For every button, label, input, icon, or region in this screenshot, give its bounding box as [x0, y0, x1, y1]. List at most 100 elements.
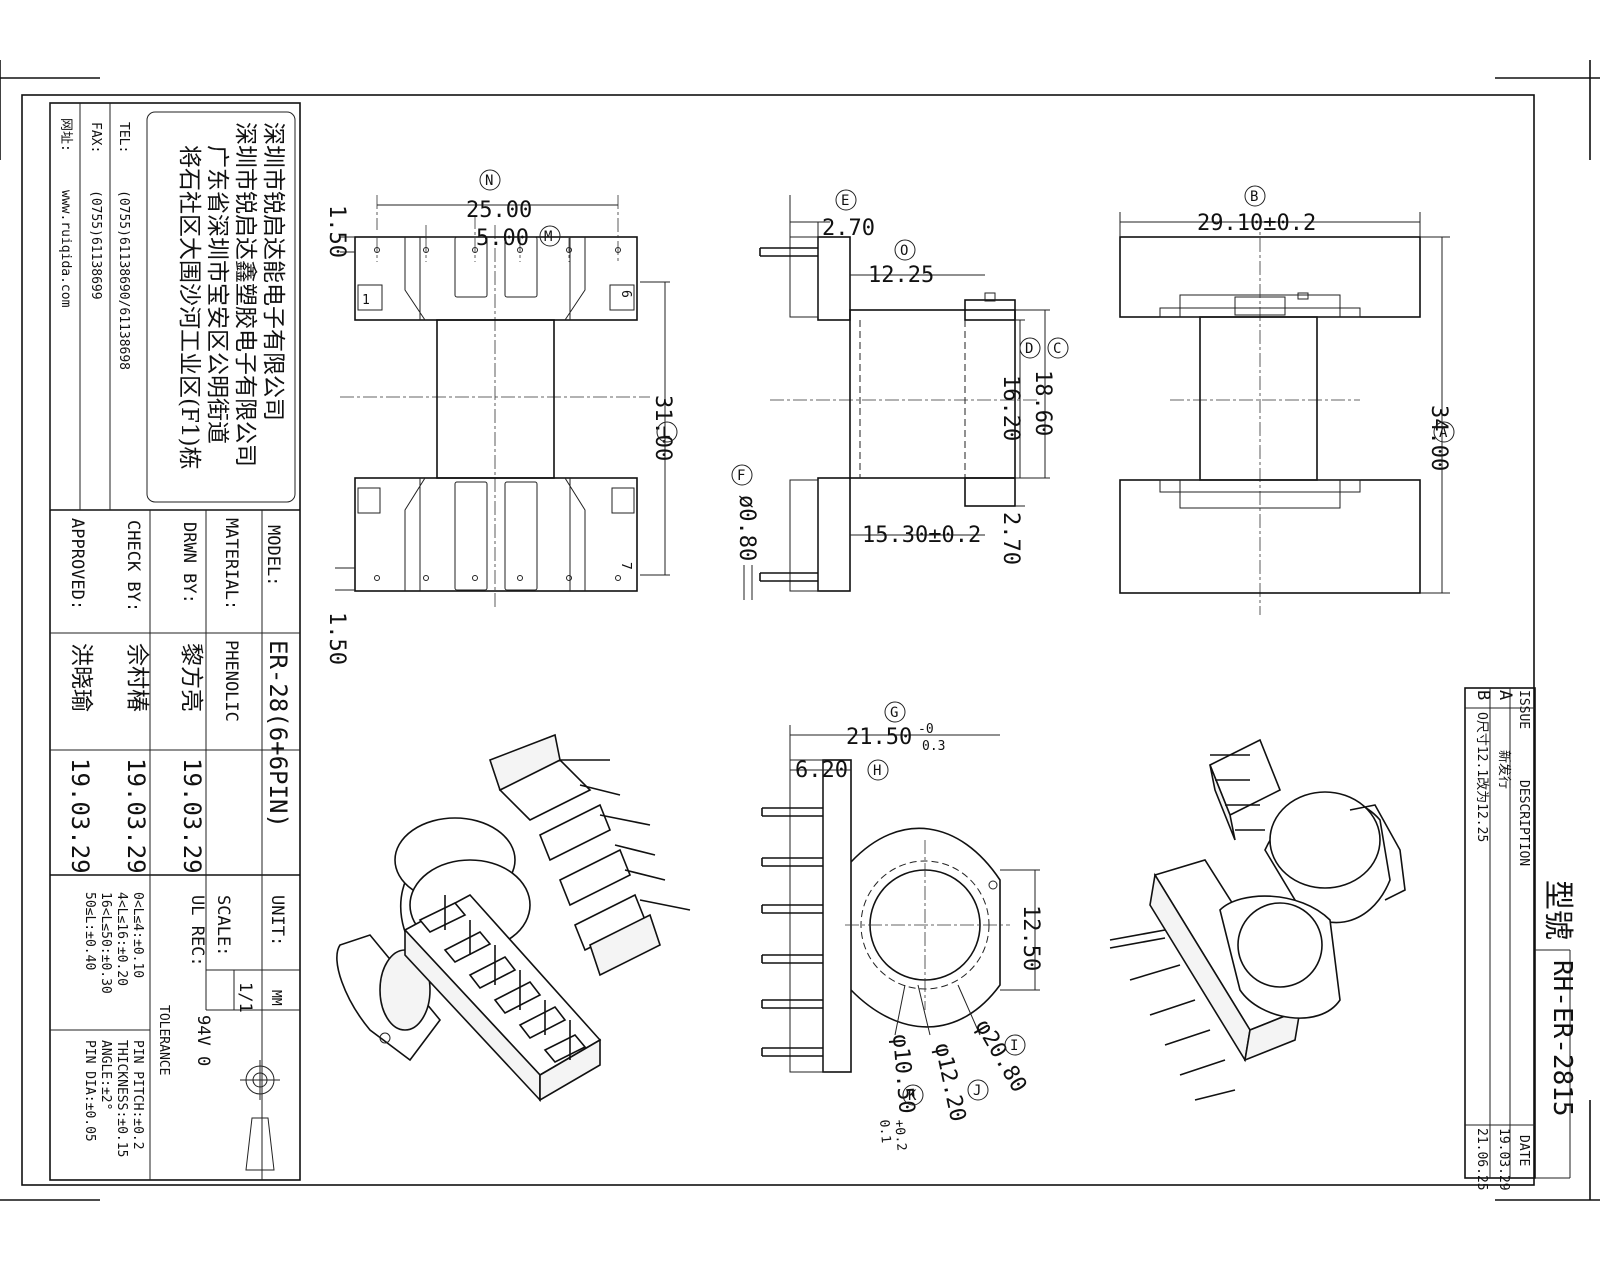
drwn-date: 19.03.29	[178, 758, 206, 874]
bubble-l: L	[662, 425, 670, 441]
dim-k-tol-top: +0.2	[891, 1119, 909, 1152]
dim-g-value: 21.50	[846, 725, 912, 750]
dim-m-value: 5.00	[476, 226, 529, 251]
dim-j2-value: φ12.20	[929, 1041, 970, 1124]
ul-label: UL REC:	[187, 895, 207, 967]
unit-label: UNIT:	[267, 895, 287, 946]
tol-left-2: 16<L≤50:±0.30	[98, 892, 113, 994]
bubble-h: H	[873, 763, 881, 779]
part-number: RH-ER-2815	[1547, 960, 1577, 1117]
material-value: PHENOLIC	[221, 640, 241, 722]
pin-7-label: 7	[618, 562, 633, 570]
tel-value: (0755)61138690/61138698	[116, 190, 131, 370]
check-label: CHECK BY:	[123, 520, 143, 612]
title-block	[49, 102, 301, 1181]
pin-6-label: 6	[618, 290, 633, 298]
dim-e-value: 2.70	[822, 216, 875, 241]
approved-date: 19.03.29	[66, 758, 94, 874]
sub-company-name: 深圳市锐启达鑫塑胶电子有限公司	[232, 122, 258, 467]
dim-b-value: 29.10±0.2	[1197, 211, 1316, 236]
issue-header: ISSUE	[1516, 690, 1531, 729]
tol-right-3: PIN DIA:±0.05	[82, 1040, 97, 1142]
dim-pin-offset-top: 1.50	[324, 205, 349, 258]
dim-a-value: 34.00	[1426, 405, 1451, 471]
material-label: MATERIAL:	[221, 518, 241, 610]
rev-b-date: 21.06.25	[1474, 1128, 1489, 1191]
bubble-m: M	[544, 229, 552, 245]
address-line1: 广东省深圳市宝安区公明街道	[204, 145, 230, 444]
dim-slot-value: 12.50	[1018, 905, 1043, 971]
fax-label: FAX:	[88, 122, 103, 153]
bubble-n: N	[485, 173, 493, 189]
dim-k-tol-bot: 0.1	[876, 1119, 893, 1144]
dim-pin-offset-bottom: 1.50	[324, 612, 349, 665]
rev-b-issue: B	[1473, 690, 1493, 700]
bottom-view: 12.50 21.50 -0 0.3 G 6.20 H φ20.80 I φ12…	[761, 701, 1043, 1152]
dim-j-value: 15.30±0.2	[862, 523, 981, 548]
bubble-k: K	[908, 1088, 917, 1104]
rev-a-issue: A	[1495, 690, 1515, 700]
description-header: DESCRIPTION	[1516, 780, 1531, 866]
end-view: 29.10±0.2 B 34.00 A	[1119, 185, 1455, 615]
web-value: www.ruiqida.com	[58, 190, 73, 308]
bubble-f: F	[737, 468, 745, 484]
bubble-o: O	[900, 243, 908, 259]
part-label: 型號	[1540, 880, 1575, 940]
date-header: DATE	[1516, 1135, 1531, 1166]
bubble-e: E	[841, 193, 849, 209]
tol-right-1: THICKNESS:±0.15	[114, 1040, 129, 1157]
title-block-texts: 深圳市锐启达能电子有限公司 深圳市锐启达鑫塑胶电子有限公司 广东省深圳市宝安区公…	[58, 118, 292, 1157]
bubble-i: I	[1010, 1038, 1018, 1054]
bubble-c: C	[1053, 341, 1061, 357]
dim-g-tol-bot: 0.3	[922, 739, 945, 754]
check-name: 佘村椿	[124, 643, 150, 712]
dim-f-value: ø0.80	[734, 495, 759, 561]
unit-value: MM	[268, 990, 283, 1006]
pin-1-label: 1	[362, 293, 370, 308]
fax-value: (0755)61138699	[88, 190, 103, 300]
dim-n-value: 25.00	[466, 198, 532, 223]
bubble-g: G	[890, 705, 898, 721]
model-value: ER-28(6+6PIN)	[264, 640, 292, 828]
scale-label: SCALE:	[213, 895, 233, 956]
tolerance-label: TOLERANCE	[156, 1005, 171, 1075]
front-view: 1 6 7 25.00 N 5.00 M 1.50 1.50 31.00 L	[324, 169, 678, 665]
tol-right-2: ANGLE:±2°	[98, 1040, 113, 1110]
drwn-name: 黎方亮	[178, 643, 204, 712]
drwn-label: DRWN BY:	[179, 522, 199, 604]
tol-right-0: PIN PITCH:±0.2	[130, 1040, 145, 1150]
sheet-border	[0, 60, 1600, 1201]
tol-left-1: 4<L≤16:±0.20	[114, 892, 129, 986]
scale-value: 1/1	[235, 982, 255, 1013]
bubble-j: J	[973, 1083, 981, 1099]
dim-base-h-value: 2.70	[998, 512, 1023, 565]
approved-name: 洪晓瑜	[68, 643, 94, 712]
dim-d-value: 16.20	[998, 375, 1023, 441]
approved-label: APPROVED:	[67, 518, 87, 610]
bubble-b: B	[1250, 189, 1258, 205]
side-view: 2.70 E 12.25 O 18.60 C 16.20 D 2.70 15.3…	[731, 189, 1069, 600]
isometric-view-right	[1109, 738, 1406, 1101]
bubble-d: D	[1025, 341, 1033, 357]
rev-a-description: 新发行	[1496, 750, 1512, 789]
rev-a-date: 19.03.29	[1496, 1128, 1511, 1191]
company-name: 深圳市锐启达能电子有限公司	[260, 122, 286, 421]
revision-block: ISSUE DESCRIPTION DATE A 新发行 19.03.29 B …	[1464, 687, 1577, 1191]
bubble-a: A	[1439, 425, 1448, 441]
rev-b-description: O尺寸12.1改为12.25	[1474, 712, 1489, 842]
dim-o-value: 12.25	[868, 263, 934, 288]
web-label: 网址:	[58, 118, 73, 152]
tel-label: TEL:	[116, 122, 131, 153]
ul-value: 94V 0	[193, 1015, 213, 1066]
tol-left-0: 0<L≤4:±0.10	[130, 892, 145, 978]
dim-g-tol-top: -0	[918, 722, 934, 737]
model-label: MODEL:	[263, 525, 283, 586]
isometric-view-left	[336, 733, 691, 1103]
dim-l-value: 31.00	[650, 395, 675, 461]
address-line2: 将石社区大围沙河工业区(F1)栋	[176, 145, 202, 470]
dim-h-value: 6.20	[795, 758, 848, 783]
check-date: 19.03.29	[122, 758, 150, 874]
tol-left-3: 50≤L:±0.40	[82, 892, 97, 970]
dim-c-value: 18.60	[1030, 370, 1055, 436]
